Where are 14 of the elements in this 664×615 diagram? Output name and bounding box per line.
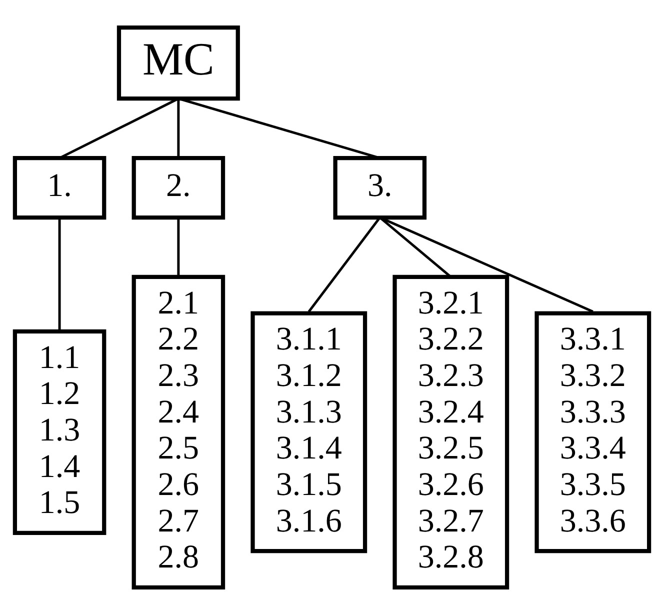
connector [177, 98, 180, 158]
node-box: 2. [132, 156, 226, 220]
connector [58, 218, 61, 330]
node-box: 2.1 2.2 2.3 2.4 2.5 2.6 2.7 2.8 [132, 274, 226, 590]
node-box: 3.3.1 3.3.2 3.3.3 3.3.4 3.3.5 3.3.6 [534, 311, 652, 554]
node-box: 1. [12, 156, 106, 220]
connector [308, 216, 381, 312]
connector [379, 216, 452, 278]
node-box: 3.1.1 3.1.2 3.1.3 3.1.4 3.1.5 3.1.6 [250, 311, 368, 554]
node-box: 1.1 1.2 1.3 1.4 1.5 [12, 329, 106, 535]
node-box: MC [116, 26, 240, 101]
node-box: 3.2.1 3.2.2 3.2.3 3.2.4 3.2.5 3.2.6 3.2.7 3.2.8 [392, 274, 510, 590]
node-box: 3. [333, 156, 427, 220]
connector [177, 218, 180, 277]
